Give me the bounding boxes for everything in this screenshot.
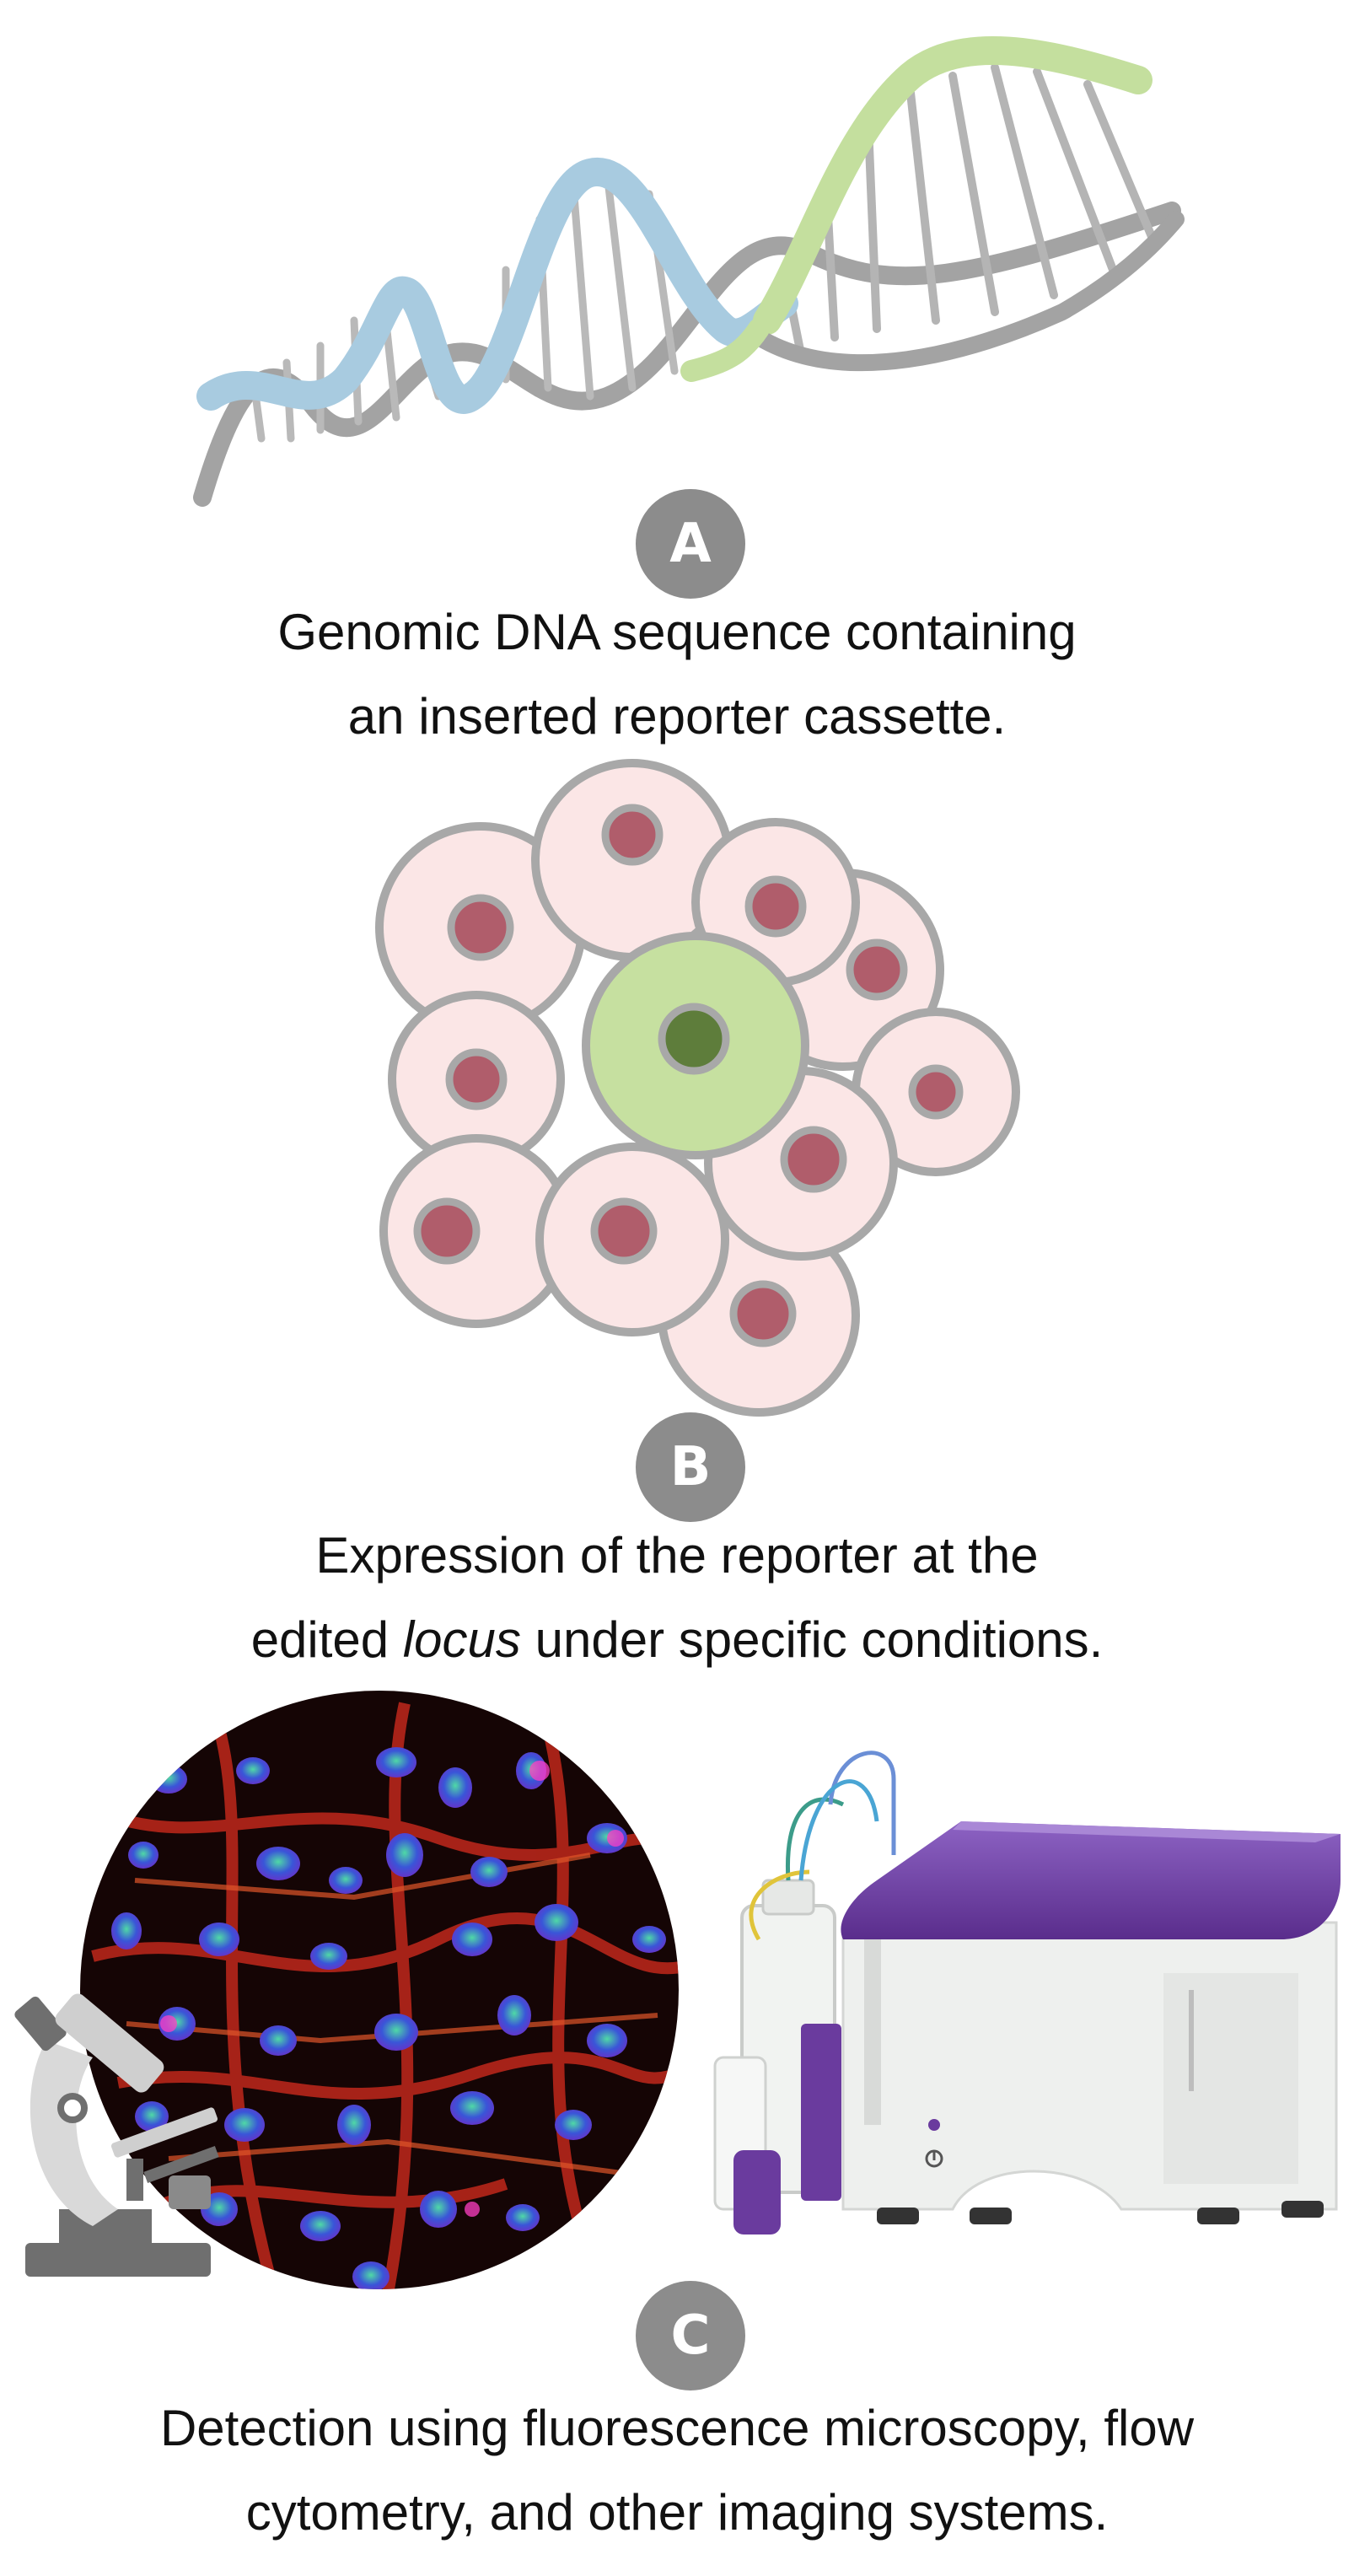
microscope-icon bbox=[14, 1993, 219, 2277]
detection-illustrations bbox=[14, 1691, 1341, 2289]
cell-cluster-illustration bbox=[375, 759, 1020, 1417]
badge-c: C bbox=[636, 2281, 745, 2390]
locus-italic: locus bbox=[402, 1611, 521, 1668]
cell-nucleus bbox=[445, 1048, 508, 1111]
flow-cytometer bbox=[713, 1750, 1341, 2235]
caption-b-line-2: edited locus under specific conditions. bbox=[250, 1611, 1104, 1668]
cell-nucleus bbox=[846, 938, 908, 1001]
reporter-cell-nucleus bbox=[658, 1003, 730, 1075]
caption-b: Expression of the reporter at the edited… bbox=[0, 1514, 1354, 1682]
caption-a: Genomic DNA sequence containing an inser… bbox=[0, 590, 1354, 759]
cell-nucleus bbox=[601, 804, 664, 866]
dna-helix-illustration bbox=[193, 35, 1185, 507]
badge-b: B bbox=[636, 1412, 745, 1522]
cell-nucleus bbox=[447, 894, 514, 961]
caption-a-line-2: an inserted reporter cassette. bbox=[347, 688, 1007, 745]
caption-c: Detection using fluorescence microscopy,… bbox=[0, 2386, 1354, 2555]
cytometer-lid bbox=[841, 1821, 1341, 1939]
cell-nucleus bbox=[590, 1197, 658, 1265]
dna-strand-green-lower bbox=[750, 211, 1185, 372]
cell-nucleus bbox=[908, 1064, 964, 1120]
cell-nucleus bbox=[413, 1197, 481, 1265]
cell-nucleus bbox=[729, 1280, 797, 1347]
dna-strand-blue bbox=[196, 158, 798, 414]
cell-nucleus bbox=[744, 875, 807, 938]
badge-a: A bbox=[636, 489, 745, 599]
caption-c-line-1: Detection using fluorescence microscopy,… bbox=[159, 2400, 1195, 2456]
caption-a-line-1: Genomic DNA sequence containing bbox=[277, 604, 1077, 660]
fluorescence-micrograph bbox=[80, 1691, 679, 2289]
dna-strand-green bbox=[753, 35, 1153, 335]
cell-nucleus bbox=[780, 1126, 847, 1193]
caption-c-line-2: cytometry, and other imaging systems. bbox=[245, 2484, 1109, 2541]
caption-b-line-1: Expression of the reporter at the bbox=[315, 1527, 1039, 1584]
